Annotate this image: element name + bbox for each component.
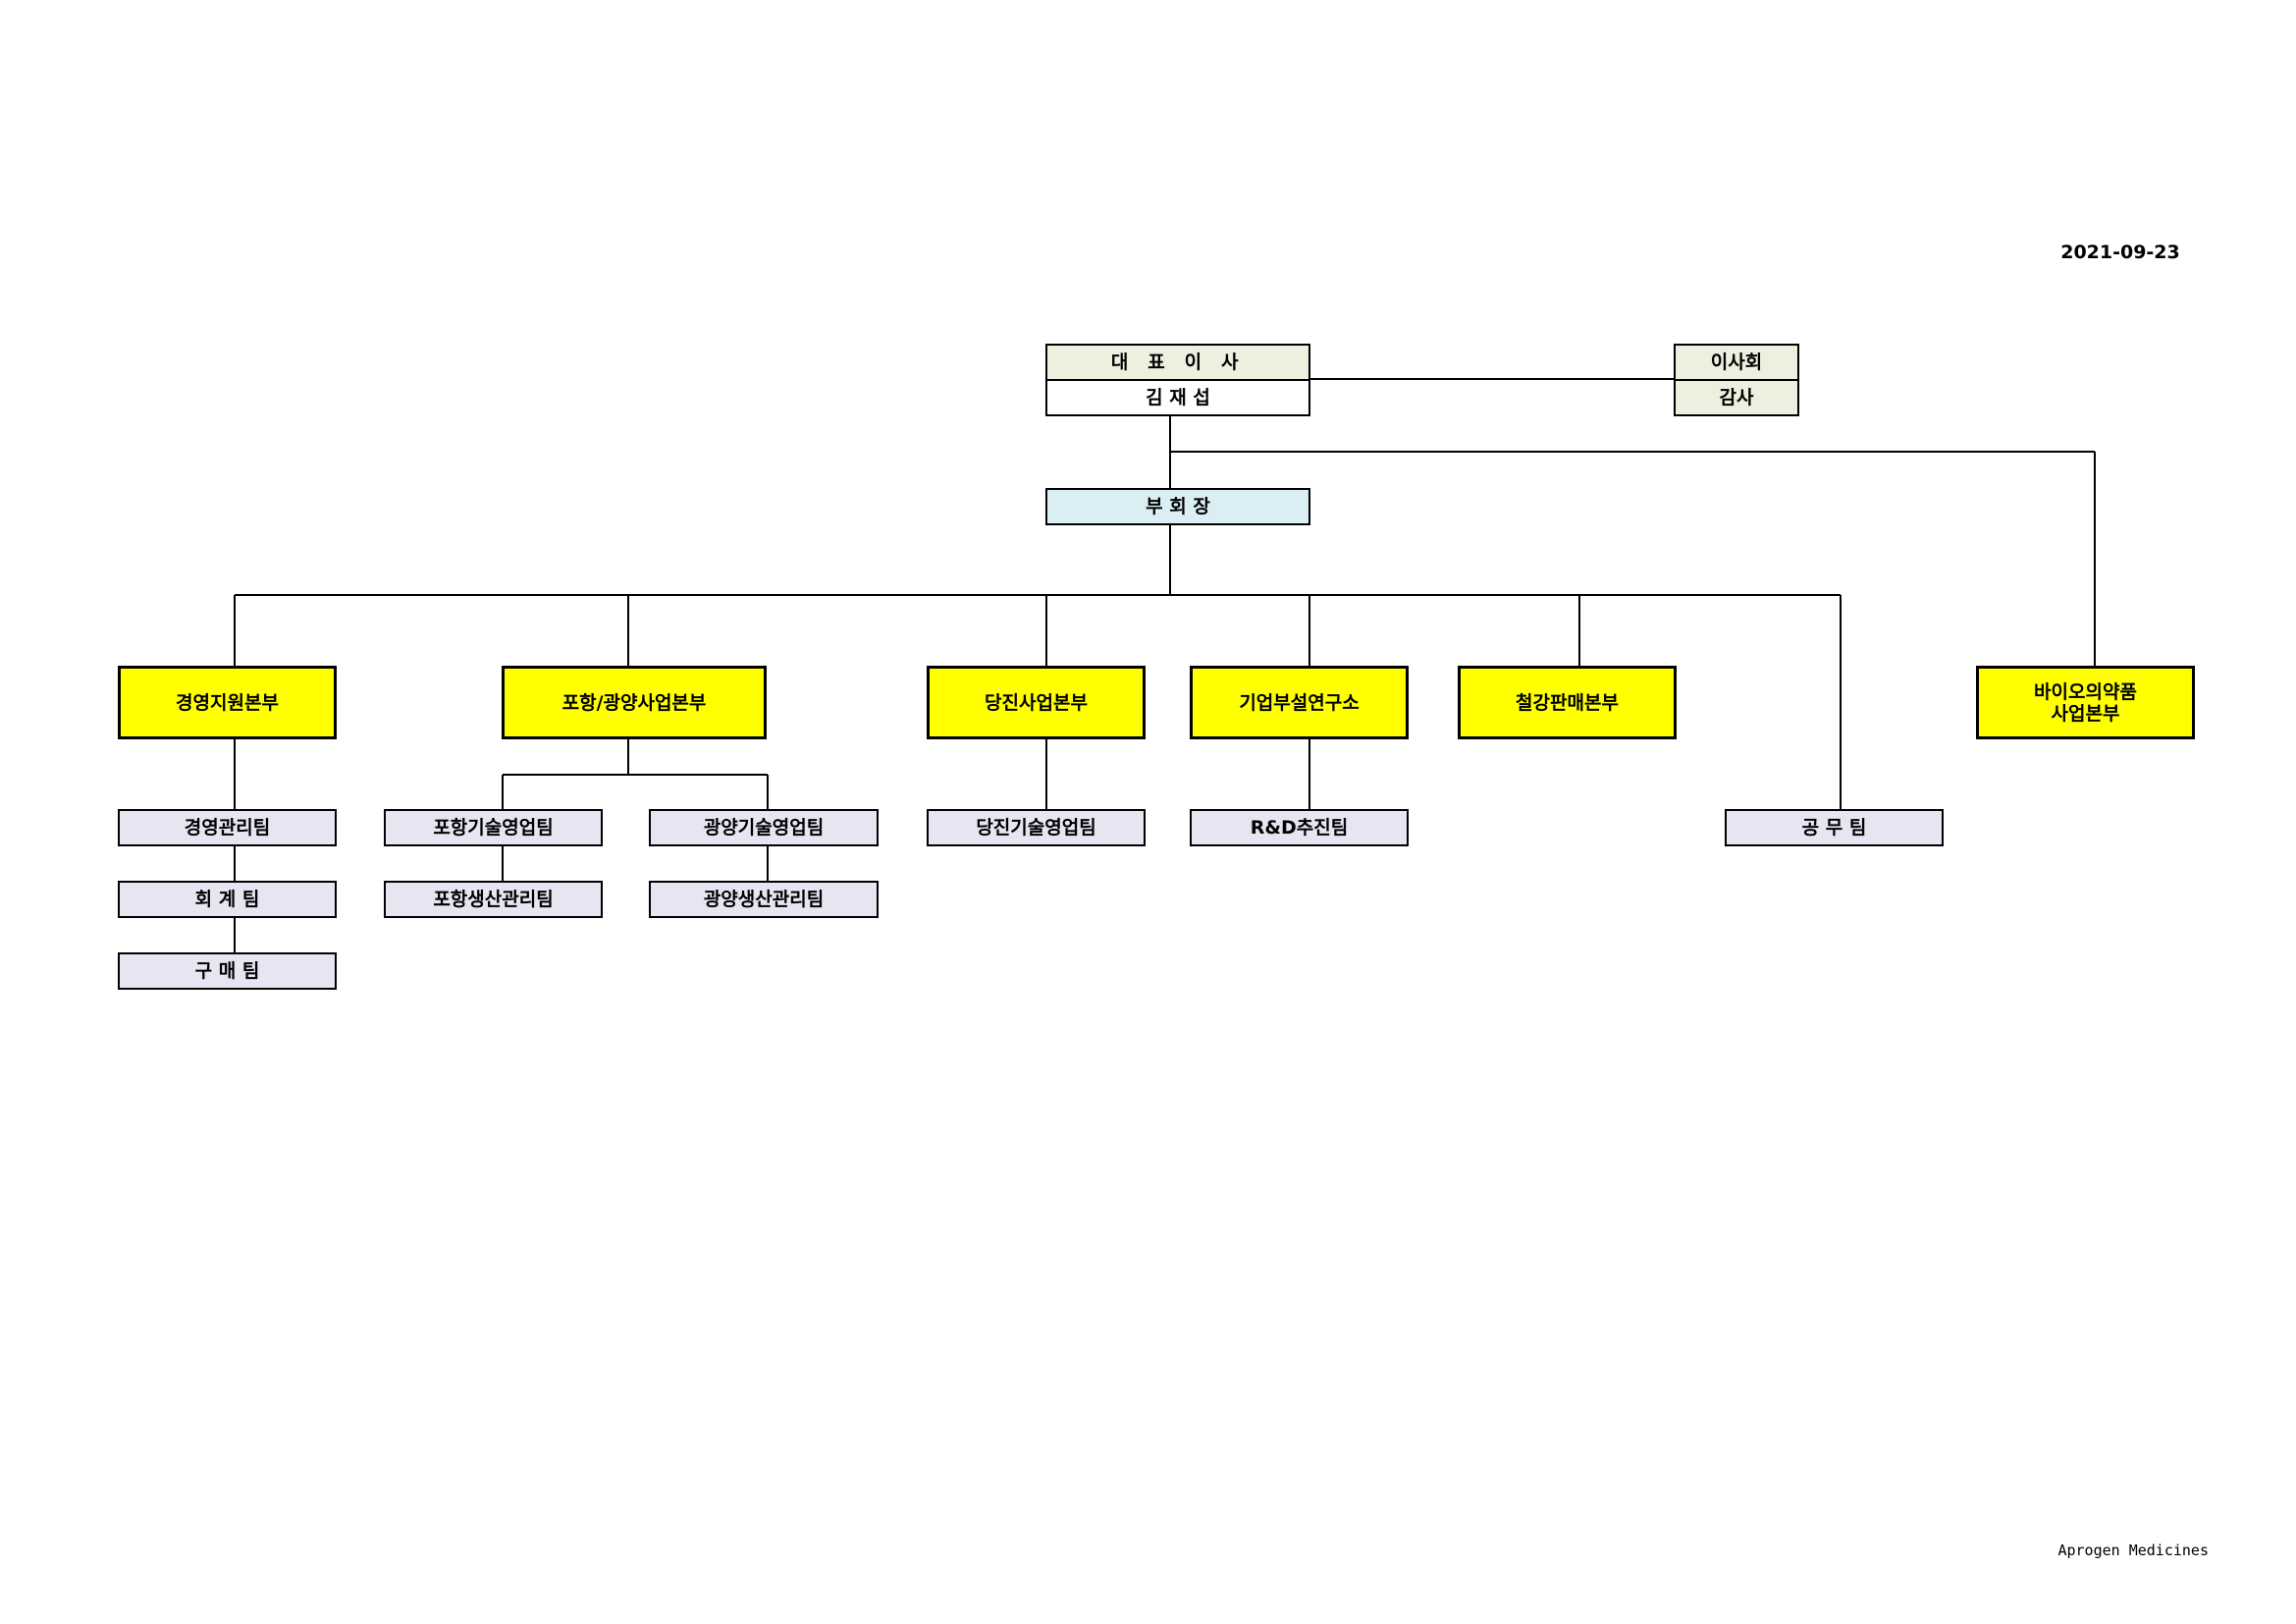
team-management-admin: 경영관리팀: [118, 809, 337, 846]
team-gwangyang-tech-sales: 광양기술영업팀: [649, 809, 879, 846]
team-gwangyang-production: 광양생산관리팀: [649, 881, 879, 918]
division-dangjin: 당진사업본부: [927, 666, 1146, 739]
ceo-title-box: 대 표 이 사: [1045, 344, 1310, 381]
team-dangjin-tech-sales: 당진기술영업팀: [927, 809, 1146, 846]
team-accounting: 회 계 팀: [118, 881, 337, 918]
division-research-institute: 기업부설연구소: [1190, 666, 1409, 739]
ceo-name-box: 김 재 섭: [1045, 379, 1310, 416]
team-purchasing: 구 매 팀: [118, 952, 337, 990]
team-pohang-tech-sales: 포항기술영업팀: [384, 809, 603, 846]
team-pohang-production: 포항생산관리팀: [384, 881, 603, 918]
team-rnd-promotion: R&D추진팀: [1190, 809, 1409, 846]
division-steel-sales: 철강판매본부: [1458, 666, 1677, 739]
division-pohang-gwangyang: 포항/광양사업본부: [502, 666, 767, 739]
team-engineering: 공 무 팀: [1725, 809, 1944, 846]
vice-chairman-box: 부 회 장: [1045, 488, 1310, 525]
board-box: 이사회: [1674, 344, 1799, 381]
document-date: 2021-09-23: [2060, 242, 2180, 263]
auditor-box: 감사: [1674, 379, 1799, 416]
company-footer: Aprogen Medicines: [2057, 1542, 2209, 1559]
division-management-support: 경영지원본부: [118, 666, 337, 739]
division-biopharma: 바이오의약품 사업본부: [1976, 666, 2195, 739]
